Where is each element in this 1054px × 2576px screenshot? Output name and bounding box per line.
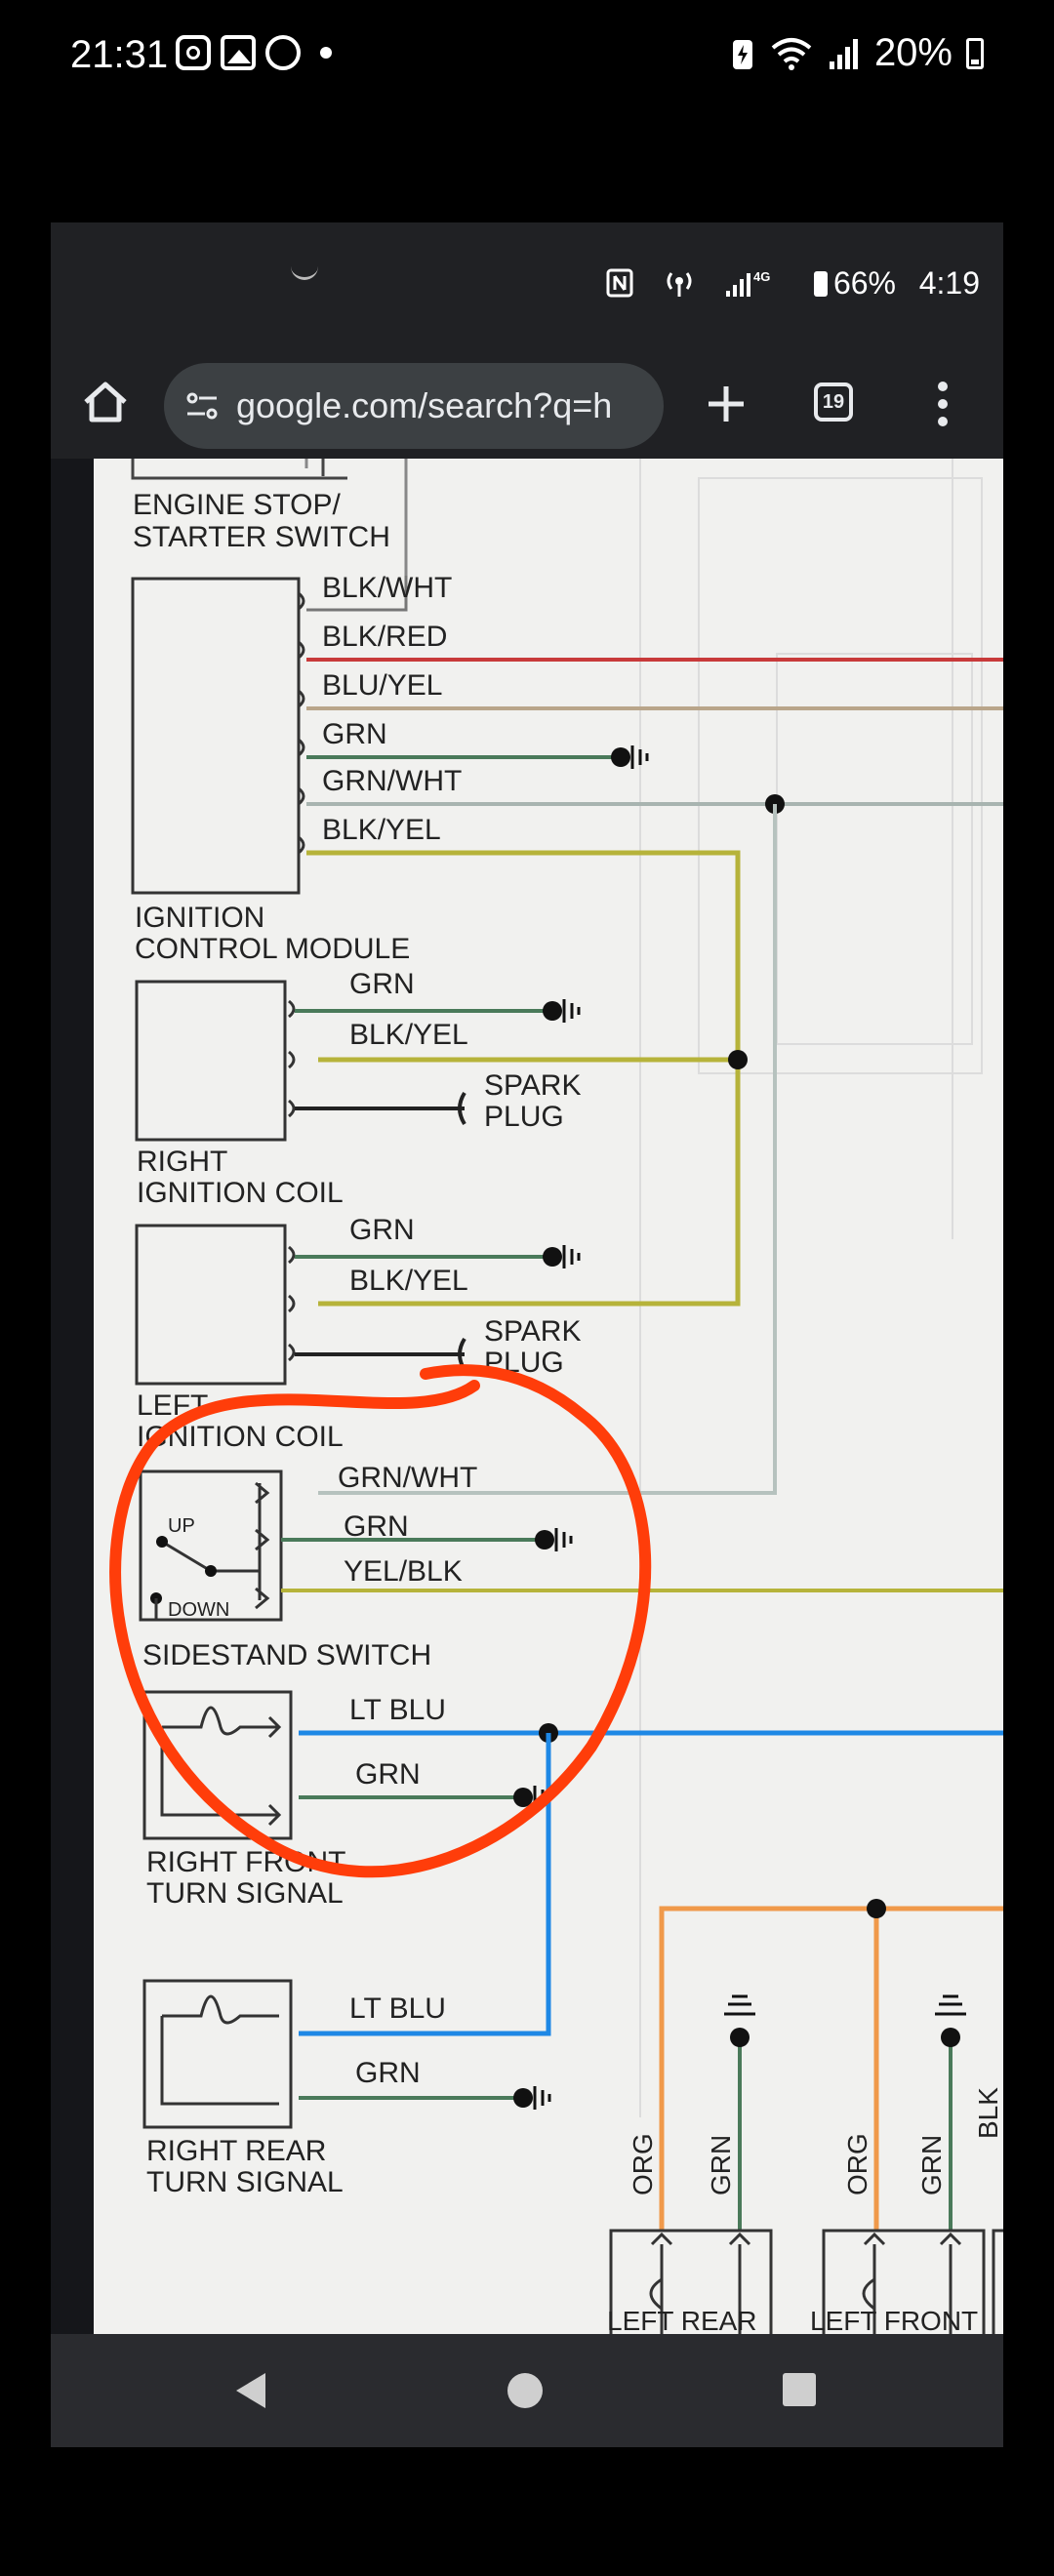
left-front-org-label: ORG: [842, 2133, 872, 2195]
blk-yel-wire: [306, 850, 741, 1307]
menu-icon[interactable]: [937, 379, 949, 429]
tabs-icon[interactable]: 19: [814, 382, 853, 422]
dot-icon: [320, 47, 332, 59]
outer-battery-percent: 20%: [873, 31, 953, 74]
outer-status-right: 20%: [730, 31, 984, 75]
left-rear-grn-label: GRN: [706, 2135, 736, 2195]
sidestand-yelblk-label: YEL/BLK: [344, 1555, 463, 1588]
sidestand-box: [139, 1469, 283, 1622]
hotspot-icon: [667, 272, 692, 297]
home-icon[interactable]: [80, 377, 131, 427]
rr-label-1: RIGHT REAR: [146, 2135, 326, 2167]
inner-nav-bar: [51, 2334, 1003, 2447]
address-bar[interactable]: google.com/search?q=h: [164, 363, 664, 449]
battery-saver-icon: [732, 39, 752, 69]
icm-box: [131, 577, 301, 895]
left-rear-org-label: ORG: [628, 2133, 658, 2195]
blk-label: BLK: [973, 2087, 1003, 2139]
sidestand-grn-label: GRN: [344, 1510, 409, 1543]
right-coil-grn-label: GRN: [349, 968, 415, 1000]
browser-toolbar: google.com/search?q=h 19: [51, 349, 1003, 459]
recents-icon[interactable]: [783, 2373, 816, 2406]
page-content[interactable]: ENGINE STOP/ STARTER SWITCH: [51, 459, 1003, 2354]
engine-stop-label-2: STARTER SWITCH: [133, 521, 390, 553]
left-rear-label: LEFT REAR: [607, 2306, 757, 2334]
battery-icon: [966, 37, 984, 69]
rf-grn-label: GRN: [355, 1758, 421, 1791]
wire-label-blk-yel: BLK/YEL: [322, 814, 441, 846]
inner-clock: 4:19: [918, 265, 980, 301]
annotation-circle: [109, 1364, 652, 1878]
rr-turn-box: [142, 1979, 293, 2129]
wiring-diagram: ENGINE STOP/ STARTER SWITCH: [109, 459, 1003, 2354]
sidestand-down-label: DOWN: [168, 1599, 229, 1621]
sidestand-label: SIDESTAND SWITCH: [142, 1639, 431, 1671]
wiring-diagram-image[interactable]: ENGINE STOP/ STARTER SWITCH: [94, 459, 1003, 2354]
wifi-icon: [771, 37, 812, 70]
network-type: 4G: [753, 269, 770, 284]
smile-icon: [291, 263, 318, 280]
signal-icon: [829, 38, 858, 69]
right-coil-label-1: RIGHT: [137, 1146, 227, 1178]
whatsapp-icon: [265, 35, 301, 70]
right-coil-label-2: IGNITION COIL: [137, 1177, 344, 1209]
icm-label-2: CONTROL MODULE: [135, 933, 410, 965]
inner-status-bar: 4G 66% 4:19: [51, 222, 1003, 349]
gallery-icon: [221, 35, 256, 70]
wire-label-grn: GRN: [322, 718, 387, 750]
engine-stop-label-1: ENGINE STOP/: [133, 489, 341, 521]
outer-status-bar: 21:31 20%: [0, 0, 1054, 112]
wire-label-blk-wht: BLK/WHT: [322, 572, 452, 604]
right-spark-label-2: PLUG: [484, 1101, 564, 1133]
rf-ltblu-label: LT BLU: [349, 1694, 446, 1726]
left-front-grn-label: GRN: [916, 2135, 947, 2195]
rr-ltblu-label: LT BLU: [349, 1992, 446, 2025]
rf-label-2: TURN SIGNAL: [146, 1877, 344, 1910]
inner-battery: 66%: [813, 265, 896, 302]
url-text: google.com/search?q=h: [236, 385, 613, 425]
nfc-icon: [606, 268, 633, 298]
tune-icon[interactable]: [183, 386, 223, 425]
back-icon[interactable]: [236, 2373, 265, 2408]
right-coil-box: [135, 980, 287, 1142]
inner-battery-percent: 66%: [832, 265, 896, 301]
inner-status-icons: 4G: [605, 267, 777, 299]
rr-label-2: TURN SIGNAL: [146, 2166, 344, 2198]
rf-turn-box: [142, 1690, 293, 1840]
signal-icon: 4G: [726, 269, 770, 297]
org-wire: [659, 1906, 1003, 2231]
left-spark-label-1: SPARK: [484, 1315, 581, 1348]
home-circle-icon[interactable]: [507, 2373, 543, 2408]
icm-label-1: IGNITION: [135, 902, 264, 934]
outer-clock: 21:31: [70, 33, 169, 76]
right-coil-blkyel-label: BLK/YEL: [349, 1019, 468, 1051]
notification-icons: [176, 35, 332, 70]
left-front-label: LEFT FRONT: [810, 2306, 978, 2334]
left-coil-box: [135, 1224, 287, 1386]
wire-label-blu-yel: BLU/YEL: [322, 669, 442, 702]
sidestand-grnwht-label: GRN/WHT: [338, 1462, 477, 1494]
sidestand-up-label: UP: [168, 1515, 195, 1537]
left-coil-blkyel-label: BLK/YEL: [349, 1265, 468, 1297]
left-coil-grn-label: GRN: [349, 1214, 415, 1246]
right-spark-label-1: SPARK: [484, 1069, 581, 1102]
rr-grn-label: GRN: [355, 2057, 421, 2089]
inner-screenshot: 4G 66% 4:19 google.com/search?q=h 19: [51, 222, 1003, 2447]
wire-label-blk-red: BLK/RED: [322, 621, 447, 653]
plus-icon[interactable]: [701, 379, 751, 429]
wire-label-grn-wht: GRN/WHT: [322, 765, 462, 797]
battery-icon: [813, 271, 828, 297]
instagram-icon: [176, 35, 211, 70]
